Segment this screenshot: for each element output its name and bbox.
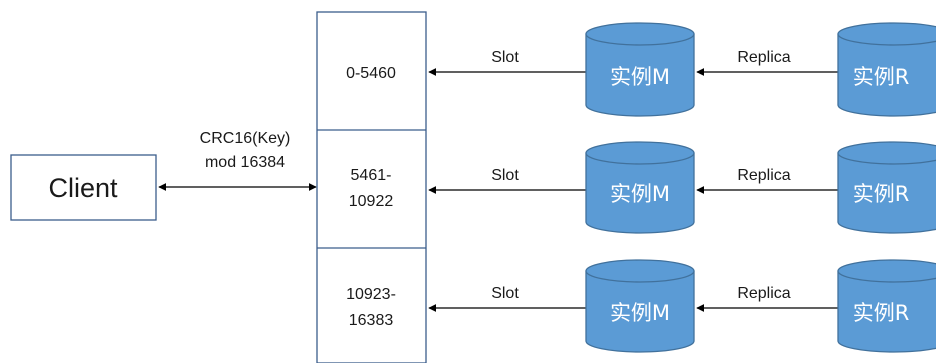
slot-label-3: Slot <box>491 285 519 302</box>
replica-cylinder-3: 实例R <box>837 259 936 353</box>
slot-label-2: Slot <box>491 167 519 184</box>
hash-label-line2: mod 16384 <box>205 154 285 171</box>
master-label-3: 实例M <box>610 301 670 325</box>
shard-row-1: Slot 实例M Replica 实例R <box>428 22 936 117</box>
slot-range-1-start: 5461- <box>351 167 392 184</box>
master-cylinder-2: 实例M <box>585 141 695 234</box>
master-label-1: 实例M <box>610 65 670 89</box>
replica-node-label-2: 实例R <box>853 182 910 206</box>
master-label-2: 实例M <box>610 182 670 206</box>
replica-cylinder-2: 实例R <box>837 141 936 234</box>
replica-node-label-3: 实例R <box>853 301 910 325</box>
slot-table: 0-5460 5461- 10922 10923- 16383 <box>316 11 427 363</box>
replica-label-3: Replica <box>737 285 790 302</box>
shard-row-2: Slot 实例M Replica 实例R <box>428 141 936 234</box>
slot-range-2-start: 10923- <box>346 286 396 303</box>
client-node: Client <box>10 154 157 221</box>
slot-range-2-end: 16383 <box>349 312 394 329</box>
master-cylinder-1: 实例M <box>585 22 695 117</box>
replica-node-label-1: 实例R <box>853 65 910 89</box>
replica-label-1: Replica <box>737 49 790 66</box>
slot-label-1: Slot <box>491 49 519 66</box>
master-cylinder-3: 实例M <box>585 259 695 353</box>
hash-label-line1: CRC16(Key) <box>200 130 291 147</box>
slot-range-1-end: 10922 <box>349 193 394 210</box>
shard-row-3: Slot 实例M Replica 实例R <box>428 259 936 353</box>
client-label: Client <box>48 173 118 203</box>
slot-range-0: 0-5460 <box>346 65 396 82</box>
replica-cylinder-1: 实例R <box>837 22 936 117</box>
replica-label-2: Replica <box>737 167 790 184</box>
